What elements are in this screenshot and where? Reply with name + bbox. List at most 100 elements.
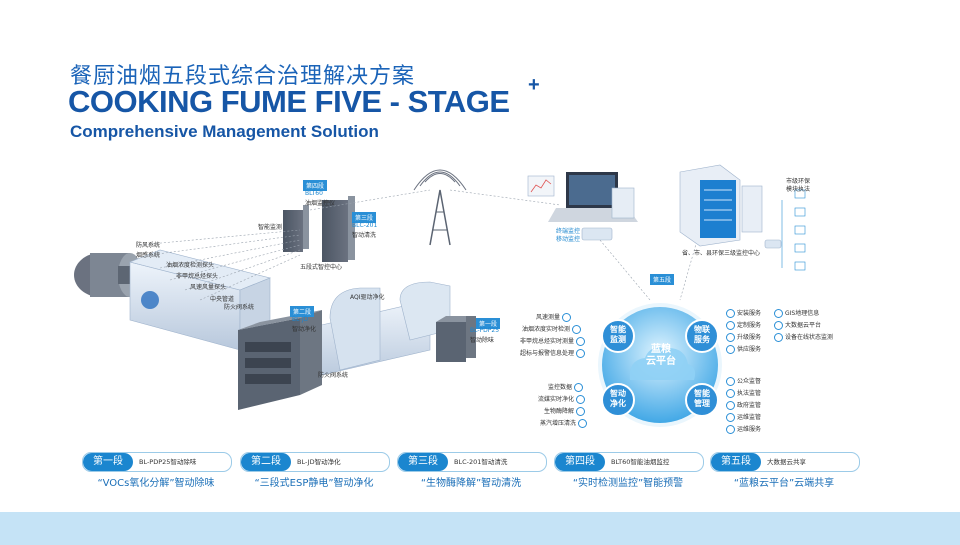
cloud-right-top-item-text: 设备在线状态监测 [785, 334, 834, 341]
gov-label-1: 市级环保 [786, 178, 811, 185]
stage3-device: BLC-201 [352, 222, 378, 229]
stage-4-desc: “实时检测监控”智能预警 [572, 478, 684, 489]
cloud-left-bottom-item: 蒸汽增压清洗 [540, 418, 589, 428]
service-icon [576, 407, 586, 416]
cloud-right-top-item: 供应服务 [724, 344, 761, 354]
cloud-monitor-label: 智能监测 [610, 325, 626, 344]
deodorizer-unit [436, 316, 476, 362]
service-icon [774, 333, 783, 342]
server-center [679, 164, 806, 271]
cloud-left-bottom-item-text: 生物酶降解 [544, 408, 575, 415]
control-cabinets [283, 196, 355, 262]
service-icon [576, 349, 586, 358]
cloud-right-top-item-text: 升级服务 [737, 334, 762, 341]
cloud-right-top-item: 安装服务 [724, 308, 761, 318]
cloud-center-label: 蓝粮云平台 [646, 344, 676, 367]
signal-tower [413, 169, 467, 246]
stage2-device-name: 智动净化 [292, 326, 317, 333]
stage-1-pill: 第一段 [83, 453, 133, 471]
stage-1-desc: “VOCs氧化分解”智动除味 [97, 478, 215, 489]
cloud-right-top-item: 升级服务 [724, 332, 761, 342]
stage-2-bar: 第二段 BL-JD智动净化 [240, 452, 390, 472]
service-icon [562, 313, 572, 322]
cloud-left-top-item: 非甲烷总烃实时测量 [520, 336, 587, 346]
cloud-right-top-item: 定制服务 [724, 320, 761, 330]
service-icon [726, 401, 735, 410]
control-center-label: 五段式智控中心 [300, 264, 343, 271]
cloud-manage-label: 智能管理 [694, 389, 710, 408]
stage1-device: BL-PDP25 [470, 327, 500, 334]
fire-damper-label: 防火阀系统 [224, 304, 255, 311]
stage-3-pill: 第三段 [398, 453, 448, 471]
service-icon [726, 333, 735, 342]
smoke-system-label: 烟感系统 [136, 252, 161, 259]
cloud-left-top-item-text: 超标与报警信息处理 [520, 350, 575, 357]
service-icon [774, 321, 783, 330]
stage-2-pill: 第二段 [241, 453, 291, 471]
service-icon [774, 309, 783, 318]
cloud-right-top-item-text: 定制服务 [737, 322, 762, 329]
cloud-right-top-item-text: 大数据云平台 [785, 322, 822, 329]
stage3-tag: 第三段 [352, 212, 377, 223]
cloud-left-bottom-item-text: 流媒实时净化 [538, 396, 575, 403]
stage4-tag: 第四段 [303, 180, 328, 191]
nmhc-probe-label: 非甲烷总烃探头 [176, 273, 219, 280]
monitor-center-label: 省、市、县环保三级监控中心 [682, 250, 761, 257]
cloud-right-top-item-text: 安装服务 [737, 310, 762, 317]
cloud-right-top-item: 大数据云平台 [772, 320, 821, 330]
stage4-device: BLT60 [305, 190, 323, 197]
cloud-left-top-item: 风速测量 [536, 312, 573, 322]
stage-2-name: BL-JD智动净化 [297, 458, 341, 466]
cloud-iot-label: 物联服务 [694, 325, 710, 344]
cloud-right-bottom-item-text: 执法监管 [737, 390, 762, 397]
fan-system-label: 防风系统 [136, 242, 161, 249]
mobile-monitor-label: 移动监控 [556, 236, 581, 243]
cloud-left-top-item-text: 油烟浓度实时检测 [522, 326, 571, 333]
service-icon [576, 337, 586, 346]
fume-probe-label: 油烟浓度检测探头 [166, 262, 215, 269]
service-icon [578, 419, 588, 428]
cloud-left-top-item: 超标与报警信息处理 [520, 348, 587, 358]
cloud-right-bottom-item: 公众监督 [724, 376, 761, 386]
stage-3-name: BLC-201智动清洗 [454, 458, 508, 466]
cloud-right-bottom-item-text: 运维监管 [737, 414, 762, 421]
stage-5-pill: 第五段 [711, 453, 761, 471]
stage1-device-name: 智动除味 [470, 337, 495, 344]
service-icon [726, 309, 735, 318]
service-icon [726, 345, 735, 354]
cloud-right-bottom-item-text: 政府监管 [737, 402, 762, 409]
stage4-device-name: 油烟监控仪 [305, 200, 336, 207]
stage2-device: BL-JD [292, 316, 309, 323]
cloud-right-bottom-item: 运维监管 [724, 412, 761, 422]
title-sub: Comprehensive Management Solution [70, 122, 379, 141]
stage3-device-name: 智动清洗 [352, 232, 377, 239]
cloud-right-bottom-item-text: 公众监督 [737, 378, 762, 385]
stage-4-name: BLT60智能油烟监控 [611, 458, 670, 466]
cloud-right-bottom-item: 政府监管 [724, 400, 761, 410]
service-icon [726, 425, 735, 434]
stage-5-desc: “蓝粮云平台”云端共享 [733, 478, 835, 489]
cloud-right-bottom-item: 执法监管 [724, 388, 761, 398]
cloud-right-top-item: GIS地理信息 [772, 308, 819, 318]
stage-3-desc: “生物酶降解”智动清洗 [420, 478, 522, 489]
cloud-right-top-item-text: 供应服务 [737, 346, 762, 353]
bottom-strip [0, 512, 960, 545]
stage-2-desc: “三段式ESP静电”智动净化 [254, 478, 374, 489]
stage-3-bar: 第三段 BLC-201智动清洗 [397, 452, 547, 472]
cloud-right-top-item: 设备在线状态监测 [772, 332, 833, 342]
stage-1-name: BL-PDP25智动除味 [139, 458, 197, 466]
connection-lines [139, 189, 701, 301]
cloud-left-bottom-item: 生物酶降解 [544, 406, 587, 416]
cloud-platform [598, 303, 722, 427]
title-en: COOKING FUME FIVE - STAGE [68, 84, 510, 119]
stage-5-bar: 第五段 大数据云共享 [710, 452, 860, 472]
stage-4-pill: 第四段 [555, 453, 605, 471]
cloud-left-top-item-text: 风速测量 [536, 314, 561, 321]
aqi-label: AQI驱动净化 [350, 294, 385, 301]
cloud-right-bottom-item: 运维服务 [724, 424, 761, 434]
purifier-unit [238, 310, 322, 410]
cloud-left-bottom-item: 监控数据 [548, 382, 585, 392]
service-icon [726, 321, 735, 330]
stage-5-name: 大数据云共享 [767, 458, 806, 466]
airflow-probe-label: 风速风量探头 [190, 284, 227, 291]
